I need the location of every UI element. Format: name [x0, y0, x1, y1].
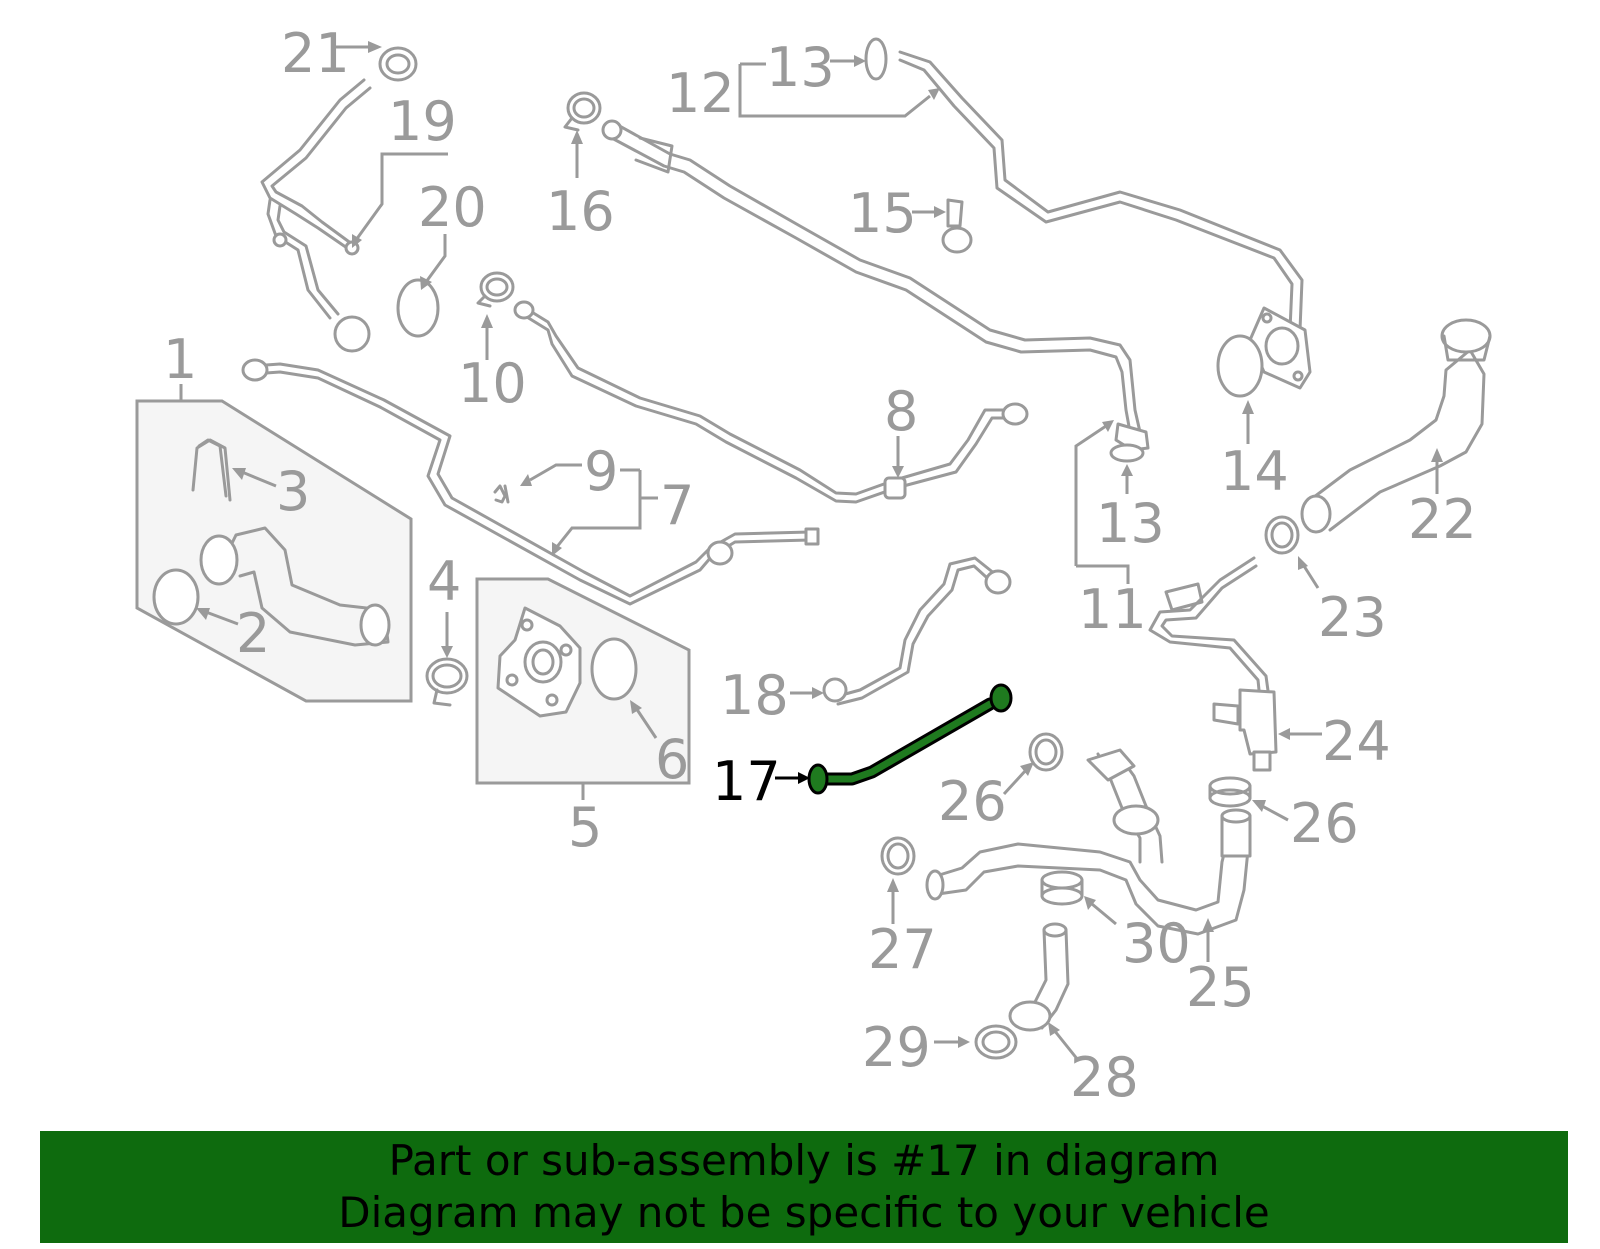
part-3-clip	[191, 438, 232, 502]
part-2-o-ring	[152, 568, 200, 626]
part-16-clamp	[563, 91, 602, 132]
callout-19: 19	[388, 90, 457, 153]
callout-26-right: 26	[1290, 792, 1359, 855]
callout-27: 27	[868, 918, 937, 981]
part-10-clamp	[476, 271, 515, 308]
assembly-panel-1	[135, 384, 413, 703]
callout-1: 1	[163, 328, 197, 391]
callout-22: 22	[1408, 488, 1477, 551]
part-4-clamp	[425, 657, 469, 707]
callout-7: 7	[660, 474, 694, 537]
part-13-gasket-lower	[1109, 443, 1145, 463]
callout-29: 29	[862, 1016, 931, 1079]
callout-13-lower: 13	[1096, 492, 1165, 555]
callout-4: 4	[427, 550, 461, 613]
callout-26-left: 26	[938, 770, 1007, 833]
part-20-o-ring	[396, 278, 440, 338]
part-11-pipe	[601, 119, 1150, 452]
callout-13-upper: 13	[766, 36, 835, 99]
part-29-clamp	[974, 1024, 1018, 1060]
callout-15: 15	[848, 182, 917, 245]
part-21-clamp	[378, 46, 418, 82]
callout-14: 14	[1220, 440, 1289, 503]
part-15-clip	[941, 198, 973, 254]
part-12-pipe	[898, 50, 1304, 332]
callout-17-highlighted: 17	[712, 750, 781, 813]
callout-2: 2	[236, 602, 270, 665]
leader-lines	[196, 41, 1443, 1061]
part-23-clamp	[1264, 515, 1300, 555]
part-27-clamp	[880, 836, 916, 876]
callout-23: 23	[1318, 586, 1387, 649]
callout-5: 5	[568, 796, 602, 859]
part-9-clip	[493, 484, 510, 504]
part-1-hose	[199, 526, 391, 647]
callout-11: 11	[1078, 578, 1147, 641]
part-17-coolant-pipe-highlighted	[807, 683, 1013, 795]
callout-25: 25	[1186, 956, 1255, 1019]
part-25-hose	[925, 748, 1252, 936]
part-30-clamp	[1040, 870, 1084, 906]
callout-18: 18	[720, 664, 789, 727]
callout-6: 6	[655, 728, 689, 791]
part-6-o-ring	[590, 637, 638, 701]
part-26-clamp-right	[1208, 776, 1252, 808]
part-26-clamp-left	[1028, 732, 1064, 772]
footer-disclaimer: Diagram may not be specific to your vehi…	[338, 1188, 1270, 1237]
part-13-gasket-upper	[864, 37, 888, 81]
callout-12: 12	[666, 62, 735, 125]
part-22-hose	[1300, 318, 1492, 534]
callout-3: 3	[276, 460, 310, 523]
part-19-pipe	[260, 78, 372, 353]
part-14-flange	[1216, 306, 1312, 398]
callout-labels: 1 2 3 4 5 6 7 8 9 10 11 12 13 13 14 15 1…	[163, 22, 1477, 1109]
callout-16: 16	[546, 180, 615, 243]
callout-30: 30	[1122, 912, 1191, 975]
footer-banner: Part or sub-assembly is #17 in diagram D…	[40, 1131, 1568, 1243]
callout-10: 10	[458, 352, 527, 415]
footer-part-notice: Part or sub-assembly is #17 in diagram	[388, 1136, 1220, 1185]
callout-20: 20	[418, 176, 487, 239]
callout-9: 9	[584, 440, 618, 503]
part-28-hose	[1008, 922, 1070, 1032]
part-8-pipe	[513, 300, 1029, 504]
callout-21: 21	[281, 22, 350, 85]
callout-24: 24	[1322, 710, 1391, 773]
callout-28: 28	[1070, 1046, 1139, 1109]
part-5-housing	[496, 606, 582, 718]
part-18-pipe	[822, 556, 1012, 706]
part-24-pipe	[1148, 556, 1278, 772]
part-7-pipe	[241, 358, 820, 606]
callout-8: 8	[884, 380, 918, 443]
